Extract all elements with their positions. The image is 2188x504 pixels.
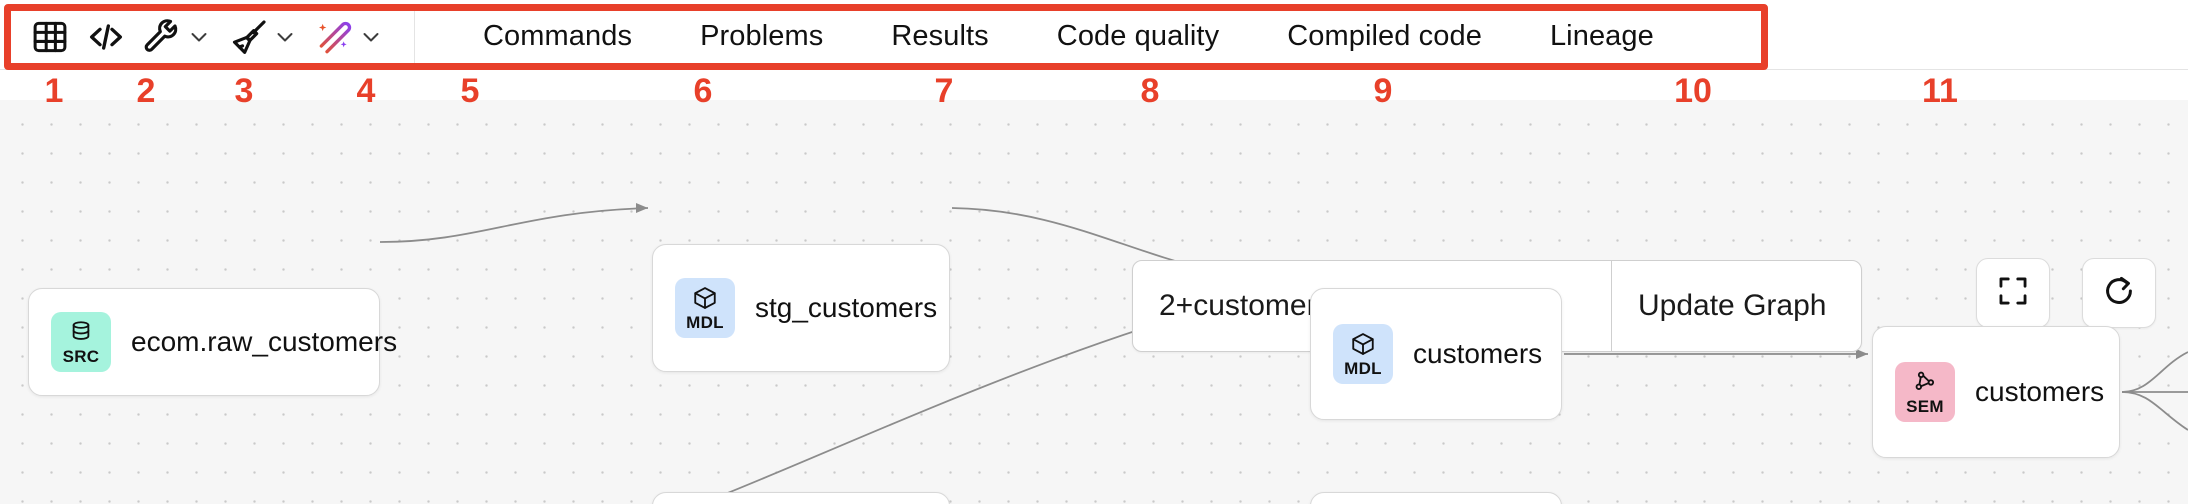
- node-badge-sem: SEM: [1895, 362, 1955, 422]
- chevron-down-icon: [273, 25, 297, 49]
- broom-icon: [229, 17, 269, 57]
- annotation-marker-2: 2: [136, 72, 156, 110]
- node-kind-label: MDL: [1344, 359, 1382, 378]
- node-kind-label: SRC: [62, 347, 100, 366]
- code-icon: [86, 17, 126, 57]
- node-label: customers: [1975, 376, 2105, 407]
- annotation-marker-3: 3: [234, 72, 254, 110]
- toolbar-region: Commands Problems Results Code quality C…: [0, 3, 2188, 70]
- semantic-graph-icon: [1912, 369, 1938, 395]
- toolbar: Commands Problems Results Code quality C…: [0, 3, 2188, 70]
- tab-code-quality[interactable]: Code quality: [1056, 20, 1220, 52]
- tab-results[interactable]: Results: [891, 20, 989, 52]
- lineage-node-raw-customers[interactable]: SRC ecom.raw_customers: [28, 288, 397, 396]
- chevron-down-icon: [359, 25, 383, 49]
- tab-lineage[interactable]: Lineage: [1549, 20, 1654, 52]
- node-badge-mdl: MDL: [1333, 324, 1393, 384]
- update-graph-button[interactable]: Update Graph: [1611, 261, 1853, 351]
- broom-icon-button[interactable]: [220, 14, 306, 60]
- node-badge-src: SRC: [51, 312, 111, 372]
- refresh-button[interactable]: [2082, 258, 2156, 328]
- lineage-node-customers-model[interactable]: MDL customers: [1310, 288, 1562, 420]
- lineage-node-partial-bottom-right[interactable]: [1310, 492, 1562, 504]
- annotation-marker-4: 4: [356, 72, 376, 110]
- annotation-marker-1: 1: [44, 72, 64, 110]
- lineage-node-partial-bottom-left[interactable]: [652, 492, 950, 504]
- lineage-node-customers-semantic[interactable]: SEM customers: [1872, 326, 2120, 458]
- annotation-marker-11: 11: [1922, 72, 1958, 110]
- fullscreen-icon: [1996, 274, 2030, 313]
- code-icon-button[interactable]: [78, 14, 134, 60]
- annotation-number-strip: 1 2 3 4 5 6 7 8 9 10 11: [0, 72, 2188, 116]
- toolbar-divider: [414, 3, 415, 70]
- magic-wand-icon-button[interactable]: [306, 14, 392, 60]
- annotation-marker-7: 7: [934, 72, 954, 110]
- node-label: stg_customers: [755, 292, 938, 323]
- node-label: ecom.raw_customers: [131, 326, 398, 357]
- fullscreen-button[interactable]: [1976, 258, 2050, 328]
- cube-icon: [692, 285, 718, 311]
- tab-commands[interactable]: Commands: [483, 20, 633, 52]
- wrench-icon: [143, 17, 183, 57]
- annotation-marker-6: 6: [693, 72, 713, 110]
- node-kind-label: MDL: [686, 313, 724, 332]
- database-icon: [68, 319, 94, 345]
- lineage-canvas[interactable]: Update Graph: [0, 100, 2188, 504]
- magic-wand-icon: [315, 17, 355, 57]
- table-icon: [31, 18, 69, 56]
- lineage-node-stg-customers[interactable]: MDL stg_customers: [652, 244, 950, 372]
- annotation-marker-9: 9: [1373, 72, 1393, 110]
- node-label: customers: [1413, 338, 1543, 369]
- chevron-down-icon: [187, 25, 211, 49]
- tab-compiled-code[interactable]: Compiled code: [1287, 20, 1482, 52]
- annotation-marker-8: 8: [1140, 72, 1160, 110]
- toolbar-icon-group: [0, 4, 402, 70]
- tab-problems[interactable]: Problems: [700, 20, 824, 52]
- refresh-icon: [2101, 273, 2137, 314]
- wrench-icon-button[interactable]: [134, 14, 220, 60]
- tab-bar: Commands Problems Results Code quality C…: [449, 4, 1688, 70]
- table-icon-button[interactable]: [22, 14, 78, 60]
- annotation-marker-10: 10: [1674, 72, 1712, 110]
- cube-icon: [1350, 331, 1376, 357]
- node-badge-mdl: MDL: [675, 278, 735, 338]
- node-kind-label: SEM: [1906, 397, 1944, 416]
- annotation-marker-5: 5: [460, 72, 480, 110]
